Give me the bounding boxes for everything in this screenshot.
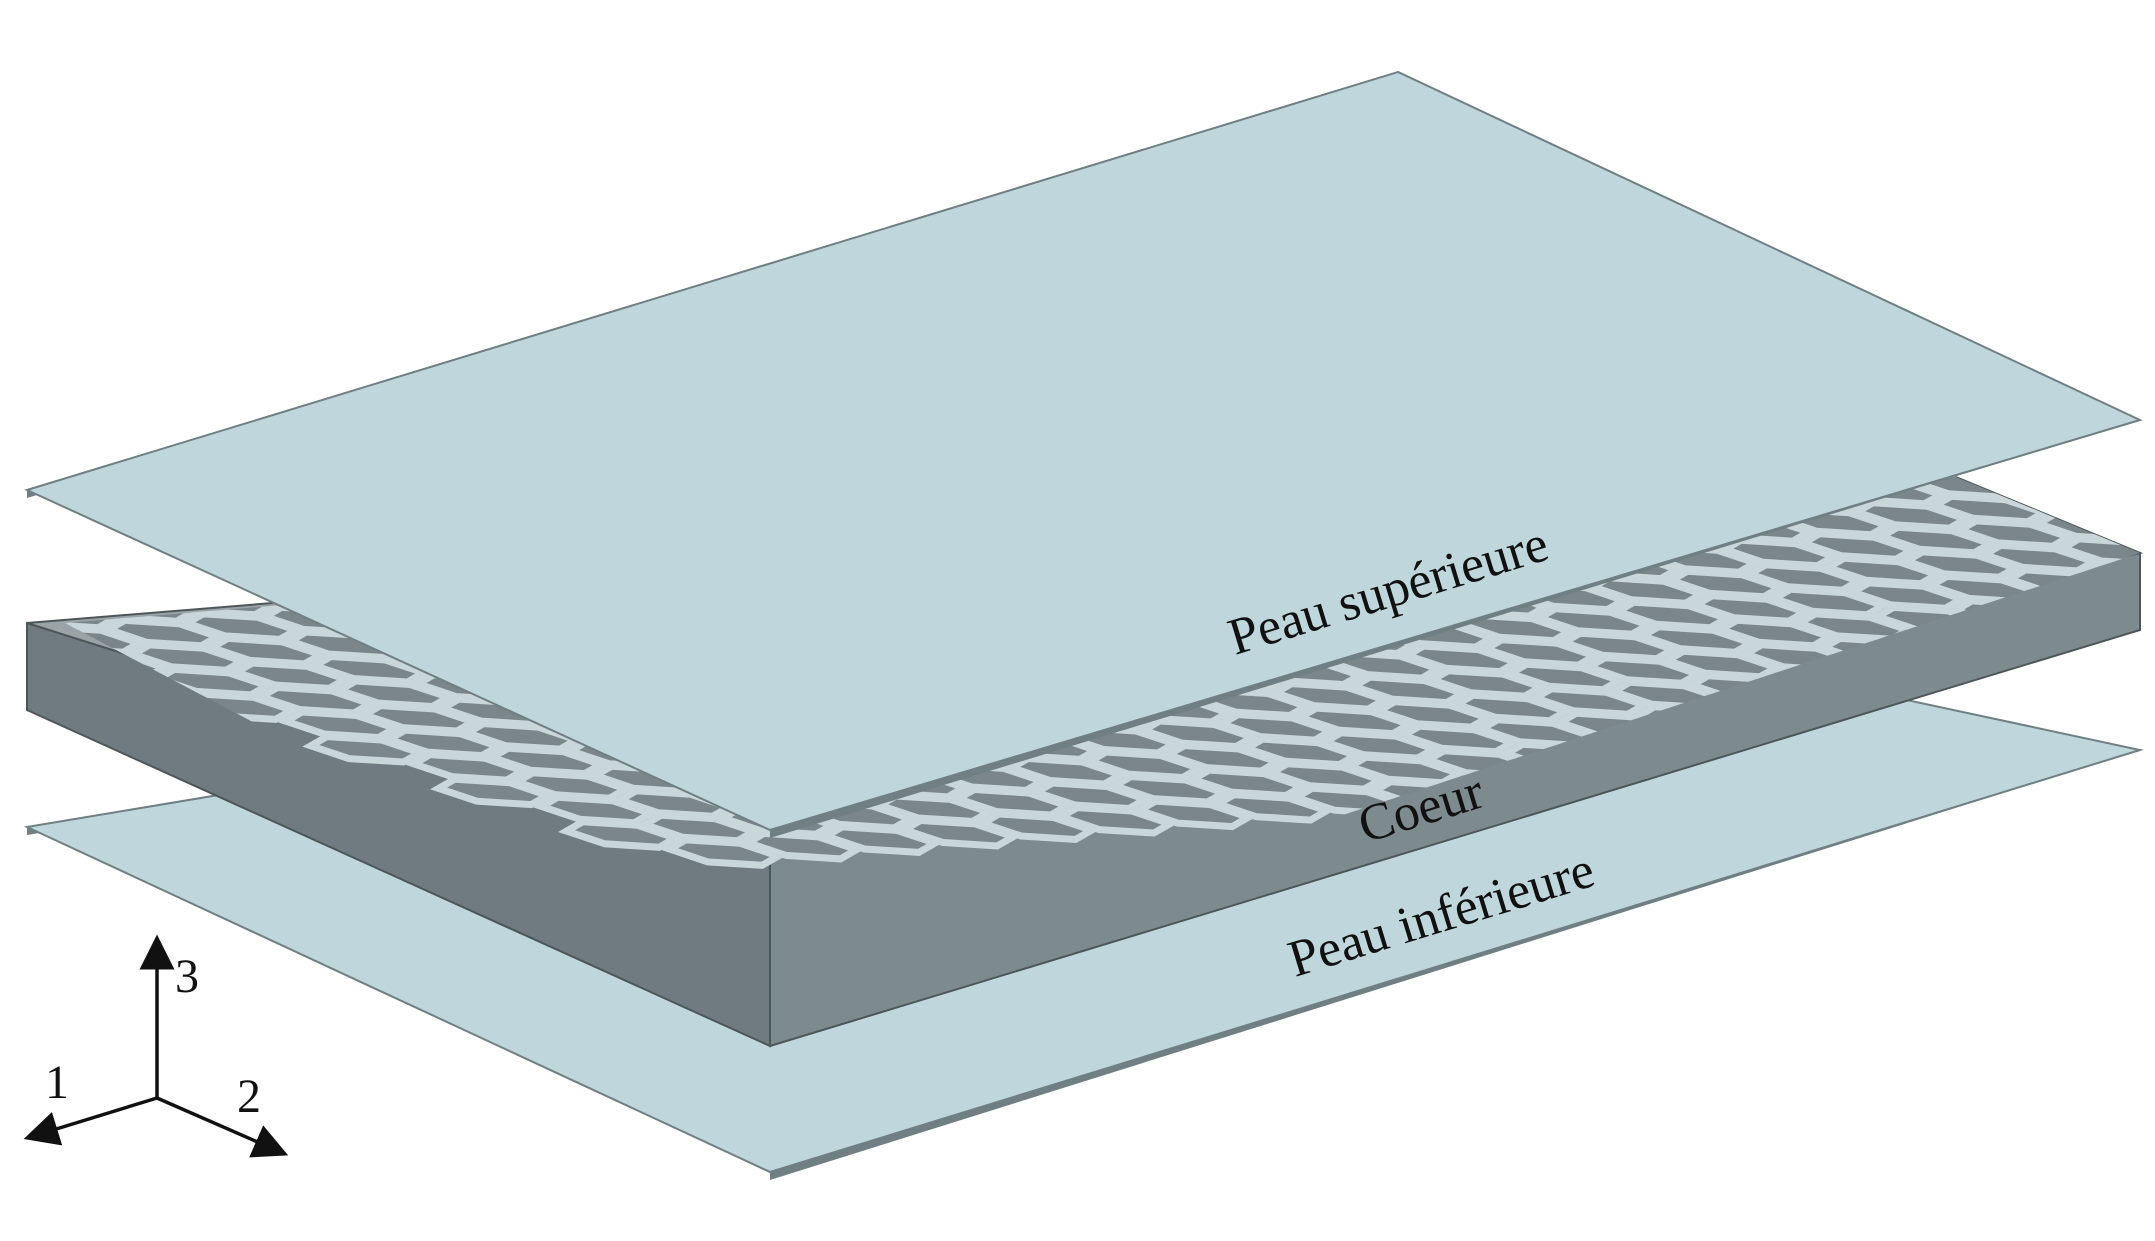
honeycomb-cell (2058, 468, 2140, 488)
top-skin-face (24, 70, 2143, 832)
honeycomb-cell (2099, 664, 2140, 698)
honeycomb-cell (2046, 695, 2140, 729)
top-skin (24, 70, 2143, 838)
axis-1-arrow (23, 1096, 158, 1146)
honeycomb-cell (1980, 468, 2107, 495)
honeycomb-cell (0, 584, 11, 610)
honeycomb-cell (2083, 479, 2140, 513)
honeycomb-cell (2136, 468, 2140, 482)
axis-3-label: 3 (175, 950, 199, 1003)
honeycomb-cell (2124, 689, 2140, 722)
axis-1-label: 1 (45, 1056, 69, 1109)
honeycomb-cell (1943, 677, 2070, 711)
honeycomb-cell (2075, 639, 2140, 673)
honeycomb-cell (65, 574, 99, 607)
honeycomb-cell (2132, 528, 2140, 562)
honeycomb-cell (2021, 670, 2140, 704)
axis-2-label: 2 (237, 1070, 261, 1123)
axis-2-arrow (156, 1096, 289, 1158)
coordinate-axes: 3 1 2 (23, 934, 289, 1158)
honeycomb-cell (2107, 504, 2140, 537)
honeycomb-cell (65, 567, 177, 601)
